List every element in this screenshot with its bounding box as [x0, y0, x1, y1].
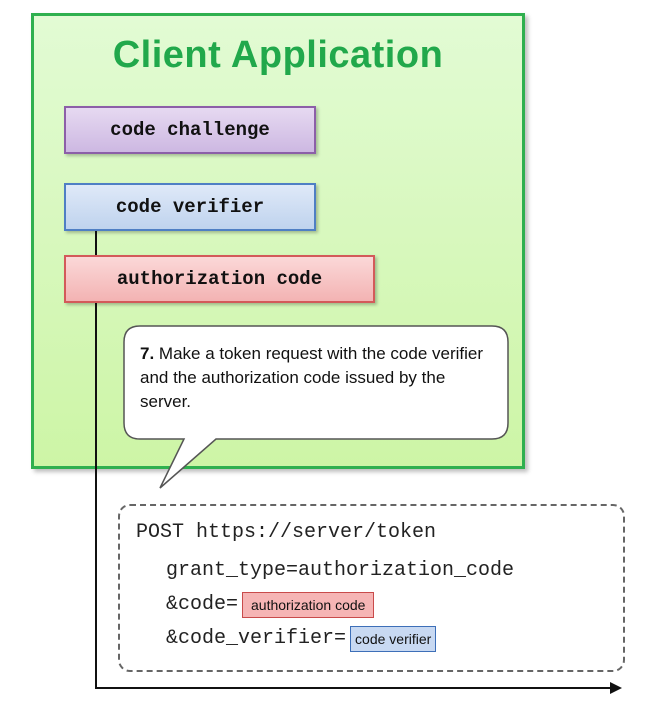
code-verifier-chip: code verifier	[350, 626, 437, 652]
request-code-verifier-param: &code_verifier=	[166, 627, 347, 650]
request-flow-arrow	[95, 303, 622, 694]
code-challenge-label: code challenge	[110, 119, 270, 141]
request-line-grant-type: grant_type=authorization_code	[166, 559, 515, 582]
request-line-code: &code= authorization code	[166, 592, 375, 618]
callout-message: Make a token request with the code verif…	[140, 344, 484, 411]
request-line-post: POST https://server/token	[136, 521, 437, 544]
token-request-box: POST https://server/token grant_type=aut…	[118, 504, 625, 672]
code-challenge-box: code challenge	[64, 106, 316, 154]
request-line-code-verifier: &code_verifier= code verifier	[166, 626, 437, 652]
callout-text: 7. Make a token request with the code ve…	[140, 342, 492, 414]
authorization-code-box: authorization code	[64, 255, 375, 303]
authorization-code-chip: authorization code	[242, 592, 375, 618]
code-verifier-label: code verifier	[115, 196, 265, 218]
callout-step-number: 7.	[140, 344, 155, 363]
callout-bubble	[123, 325, 509, 489]
authorization-code-label: authorization code	[116, 268, 323, 290]
code-verifier-box: code verifier	[64, 183, 316, 231]
client-application-title: Client Application	[112, 34, 444, 76]
request-code-param: &code=	[166, 593, 239, 616]
